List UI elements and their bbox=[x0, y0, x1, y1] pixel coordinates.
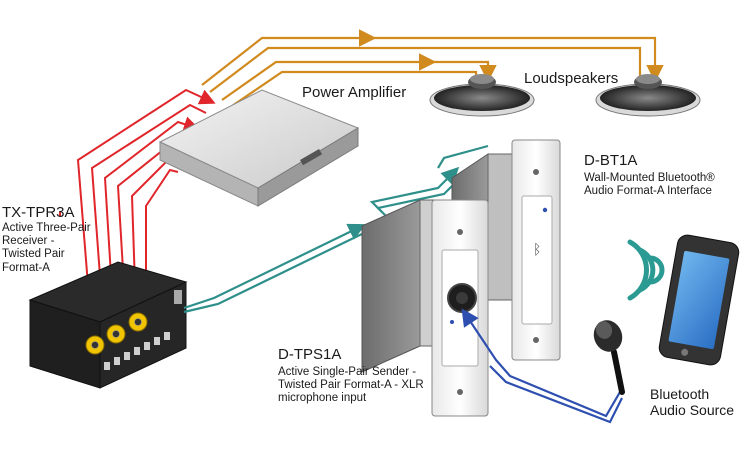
d-tps1a-description: Active Single-Pair Sender - Twisted Pair… bbox=[278, 366, 424, 406]
power-amplifier bbox=[158, 89, 360, 207]
loudspeakers-label: Loudspeakers bbox=[524, 70, 619, 87]
d-bt1a-description: Wall-Mounted Bluetooth® Audio Format-A I… bbox=[584, 172, 715, 198]
dtps-desc-line-2: Twisted Pair Format-A - XLR bbox=[278, 379, 424, 392]
microphone-cable bbox=[461, 308, 623, 424]
tx-desc-line-1: Active Three-Pair bbox=[2, 222, 91, 234]
bt-source-line-2: Audio Source bbox=[650, 402, 735, 419]
tx-desc-line-3: Twisted Pair bbox=[2, 248, 65, 261]
loudspeaker-left bbox=[429, 74, 535, 117]
smartphone-icon bbox=[658, 234, 740, 366]
bluetooth-source-label: Bluetooth Audio Source bbox=[650, 386, 734, 418]
tx-desc-line-2: Receiver - bbox=[2, 235, 55, 248]
speaker-wires bbox=[201, 29, 664, 107]
power-amplifier-label: Power Amplifier bbox=[302, 84, 407, 101]
svg-text:ᛒ: ᛒ bbox=[533, 242, 541, 258]
tx-tpr3a-title: TX-TPR3A bbox=[2, 204, 75, 221]
dtps-desc-line-1: Active Single-Pair Sender - bbox=[278, 366, 417, 378]
tx-tpr3a-receiver bbox=[28, 261, 188, 389]
microphone-icon bbox=[593, 320, 625, 395]
twisted-pair-cable bbox=[183, 144, 489, 314]
dbt-desc-line-1: Wall-Mounted Bluetooth® bbox=[584, 172, 715, 184]
bt-source-line-1: Bluetooth bbox=[650, 386, 710, 402]
loudspeaker-right bbox=[595, 74, 701, 117]
tx-tpr3a-description: Active Three-Pair Receiver - Twisted Pai… bbox=[2, 222, 91, 275]
dbt-desc-line-2: Audio Format-A Interface bbox=[584, 185, 712, 198]
tx-desc-line-4: Format-A bbox=[2, 261, 50, 274]
d-tps1a-title: D-TPS1A bbox=[278, 346, 342, 363]
dtps-desc-line-3: microphone input bbox=[278, 392, 367, 405]
bluetooth-waves-icon bbox=[627, 239, 665, 301]
d-tps1a-wall-plate bbox=[361, 199, 489, 417]
d-bt1a-title: D-BT1A bbox=[584, 152, 638, 169]
d-bt1a-wall-plate: ᛒ bbox=[451, 139, 561, 361]
